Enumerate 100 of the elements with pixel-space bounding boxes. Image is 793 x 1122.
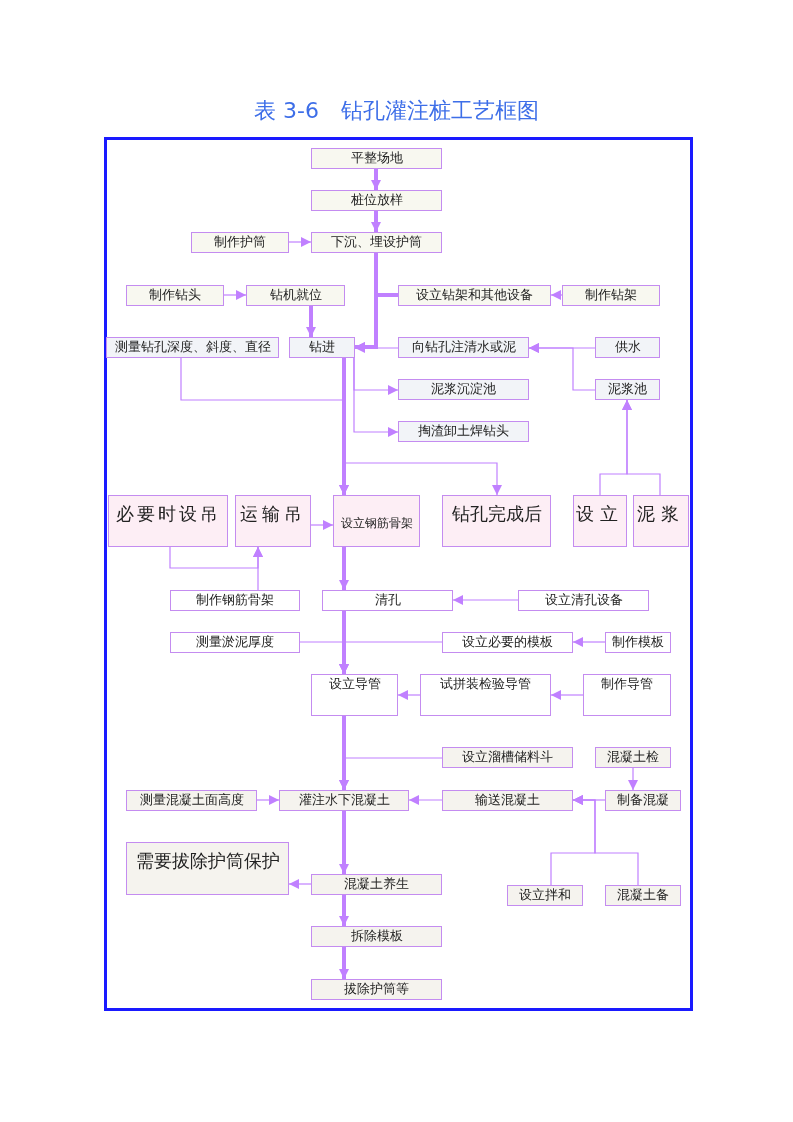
arrow xyxy=(397,690,421,700)
box-label: 试拼装检验导管 xyxy=(440,677,531,692)
process-box xyxy=(442,747,573,768)
process-box xyxy=(398,337,529,358)
box-label: 输送混凝土 xyxy=(475,793,540,808)
process-box xyxy=(595,379,660,400)
process-box xyxy=(442,632,573,653)
process-box xyxy=(583,674,671,716)
box-label: 设立拌和 xyxy=(519,888,571,903)
box-label: 测量混凝土面高度 xyxy=(139,793,244,808)
process-box xyxy=(333,495,420,547)
arrow xyxy=(288,237,312,247)
box-label: 制备混凝 xyxy=(617,793,669,808)
box-label: 设立清孔设备 xyxy=(544,593,623,608)
arrow xyxy=(572,637,606,647)
arrow xyxy=(622,399,661,496)
box-label: 灌注水下混凝土 xyxy=(298,793,390,808)
process-box xyxy=(442,495,551,547)
process-box xyxy=(246,285,345,306)
arrow xyxy=(223,290,247,300)
process-box xyxy=(106,337,279,358)
box-label: 制作模板 xyxy=(612,635,664,650)
process-box xyxy=(279,790,409,811)
process-box xyxy=(633,495,689,547)
process-box xyxy=(170,632,300,653)
arrow xyxy=(452,595,519,605)
box-label: 混凝土检 xyxy=(607,750,659,765)
box-label: 需要拔除护筒保护 xyxy=(135,851,280,872)
box-label: 供水 xyxy=(614,340,641,355)
arrow xyxy=(310,520,334,530)
box-label: 设立溜槽储料斗 xyxy=(462,750,553,765)
box-label: 清孔 xyxy=(374,593,401,608)
box-label: 泥浆池 xyxy=(608,382,647,397)
process-box xyxy=(170,590,300,611)
arrow xyxy=(339,947,349,979)
box-label: 钻孔完成后 xyxy=(451,504,542,525)
arrow xyxy=(628,767,638,791)
box-label: 设立 xyxy=(576,504,624,525)
box-label: 钻机就位 xyxy=(269,288,322,303)
box-label: 下沉、埋设护筒 xyxy=(331,235,422,250)
process-box xyxy=(398,285,551,306)
process-box xyxy=(573,495,627,547)
box-label: 测量钻孔深度、斜度、直径 xyxy=(114,340,271,355)
box-label: 泥浆沉淀池 xyxy=(431,382,496,397)
arrow xyxy=(339,358,349,495)
process-box xyxy=(442,790,573,811)
box-label: 设立必要的模板 xyxy=(462,635,553,650)
box-label: 拆除模板 xyxy=(350,929,403,944)
process-box xyxy=(518,590,649,611)
arrow xyxy=(253,546,263,591)
box-label: 向钻孔注清水或泥 xyxy=(411,340,516,355)
box-label: 运输吊 xyxy=(240,504,306,525)
process-box xyxy=(126,790,257,811)
process-box xyxy=(605,790,681,811)
box-label: 必要时设吊 xyxy=(115,504,221,525)
process-box xyxy=(605,885,681,906)
box-label: 设立导管 xyxy=(328,677,381,692)
box-label: 桩位放样 xyxy=(350,193,403,208)
arrow xyxy=(572,795,639,886)
process-box xyxy=(605,632,671,653)
box-label: 制作钻架 xyxy=(585,288,637,303)
box-label: 设立钢筋骨架 xyxy=(340,517,413,531)
box-label: 测量淤泥厚度 xyxy=(196,635,274,650)
arrow xyxy=(408,795,443,805)
process-box xyxy=(595,337,660,358)
process-box xyxy=(398,421,529,442)
process-box xyxy=(311,190,442,211)
arrow xyxy=(550,690,584,700)
box-label: 制作钻头 xyxy=(149,288,201,303)
box-label: 拔除护筒等 xyxy=(344,982,409,997)
process-box xyxy=(562,285,660,306)
process-box xyxy=(311,926,442,947)
process-box xyxy=(420,674,551,716)
process-box xyxy=(595,747,671,768)
arrow xyxy=(288,879,312,889)
process-box xyxy=(235,495,311,547)
box-label: 制作钢筋骨架 xyxy=(196,593,274,608)
process-box xyxy=(311,232,442,253)
process-box xyxy=(191,232,289,253)
arrow xyxy=(339,811,349,874)
arrow xyxy=(550,290,563,300)
box-label: 设立钻架和其他设备 xyxy=(416,288,533,303)
process-box xyxy=(311,148,442,169)
arrow xyxy=(339,895,349,926)
box-label: 混凝土备 xyxy=(617,888,669,903)
process-box xyxy=(311,674,398,716)
process-box xyxy=(108,495,228,547)
box-label: 钻进 xyxy=(309,340,335,355)
arrow xyxy=(528,343,596,391)
process-box xyxy=(126,842,289,895)
process-box xyxy=(398,379,529,400)
box-label: 泥浆 xyxy=(637,504,685,525)
arrow xyxy=(353,357,399,437)
box-label: 制作导管 xyxy=(601,677,653,692)
arrow xyxy=(339,611,349,674)
box-label: 混凝土养生 xyxy=(344,877,409,892)
arrow xyxy=(371,211,381,232)
box-label: 制作护筒 xyxy=(214,235,266,250)
process-box xyxy=(311,979,442,1000)
box-label: 掏渣卸土焊钻头 xyxy=(418,424,509,439)
